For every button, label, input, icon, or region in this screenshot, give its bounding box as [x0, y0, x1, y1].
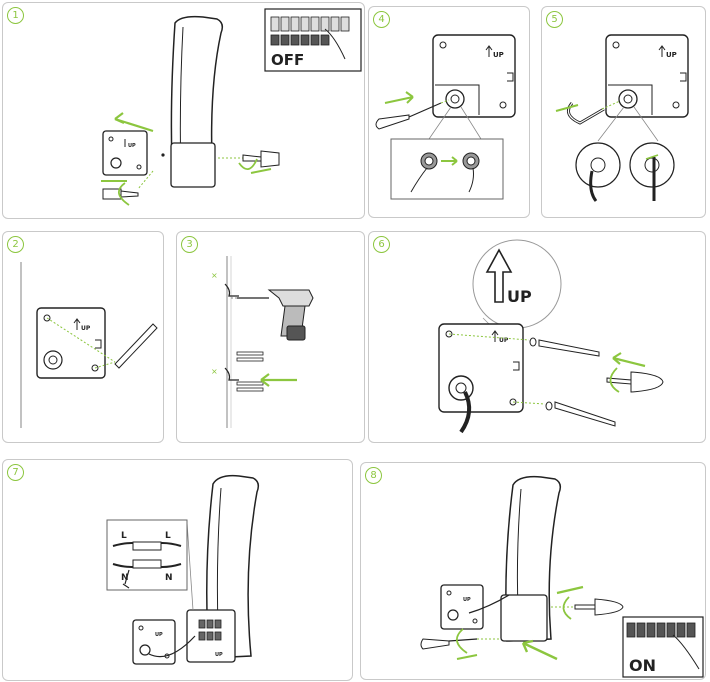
arrow-push: [522, 641, 558, 661]
switch-state-label: ON: [629, 656, 656, 675]
mounting-plate: [102, 130, 148, 176]
arrow-push: [556, 585, 584, 595]
mounting-plate: [132, 619, 176, 665]
wire-label-n: N: [165, 573, 173, 583]
up-zoom-label: UP: [507, 287, 532, 306]
up-mark: UP: [155, 632, 163, 638]
step-1-panel: 1 UP: [2, 2, 365, 219]
step-1-illustration: UP OFF: [101, 8, 362, 206]
step-6-panel: 6 UP UP: [368, 231, 706, 443]
step-4-illustration: UP: [375, 34, 516, 200]
mounting-plate: [605, 34, 689, 118]
mounting-plate: [438, 323, 524, 413]
step-number-badge: 3: [181, 236, 198, 253]
mounting-plate: [432, 34, 516, 118]
screw-icon: [538, 339, 600, 357]
mounting-plate: [36, 307, 106, 379]
up-mark: UP: [128, 143, 136, 149]
arrow-insert: [555, 104, 579, 112]
step-8-panel: 8 UP ON: [360, 462, 706, 680]
wire-label-l: L: [165, 531, 171, 541]
mark-x: ×: [211, 367, 218, 376]
step-3-illustration: × ×: [211, 256, 314, 428]
step-number-badge: 1: [7, 7, 24, 24]
step-number-badge: 5: [546, 11, 563, 28]
rotate-arrow: [238, 158, 258, 170]
mark-x: ×: [211, 271, 218, 280]
step-number-badge: 8: [365, 467, 382, 484]
screwdriver-icon: [242, 154, 262, 162]
arrow-insert: [384, 96, 414, 104]
step-number-badge: 2: [7, 236, 24, 253]
screwdriver-icon: [574, 604, 596, 610]
wiring-detail-box: [106, 519, 188, 591]
step-2-illustration: UP: [20, 262, 158, 428]
up-mark: UP: [493, 51, 504, 59]
step-4-panel: 4 UP: [368, 6, 530, 218]
up-mark: UP: [215, 652, 223, 658]
drill-icon: [267, 289, 314, 307]
step-number-badge: 6: [373, 236, 390, 253]
screwdriver-icon: [375, 114, 410, 130]
wire-label-l: L: [121, 531, 127, 541]
terminal-block: [132, 541, 162, 551]
step-3-panel: 3 × ×: [176, 231, 365, 443]
up-mark: UP: [499, 337, 509, 344]
step-5-illustration: UP: [555, 34, 689, 202]
step-number-badge: 7: [7, 464, 24, 481]
step-number-badge: 4: [373, 11, 390, 28]
cable-icon: [459, 391, 472, 434]
up-zoom-circle: [472, 239, 562, 329]
step-5-panel: 5 UP: [541, 6, 706, 218]
step-7-panel: 7 UP L L N N UP: [2, 459, 353, 681]
switch-state-label: OFF: [271, 51, 304, 69]
step-6-illustration: UP UP: [438, 239, 664, 434]
wire-label-n: N: [121, 573, 129, 583]
pencil-icon: [114, 323, 158, 369]
step-2-panel: 2 UP: [2, 231, 164, 443]
step-8-illustration: UP ON: [420, 475, 704, 678]
up-mark: UP: [463, 597, 471, 603]
up-mark: UP: [81, 325, 91, 332]
detail-zoom-box: [390, 138, 504, 200]
up-arrow-icon: [485, 248, 513, 303]
rotate-arrow: [562, 596, 572, 620]
step-7-illustration: UP L L N N UP: [106, 474, 260, 665]
arrow-push: [612, 356, 646, 368]
up-mark: UP: [666, 51, 677, 59]
rotate-arrow: [609, 367, 620, 393]
